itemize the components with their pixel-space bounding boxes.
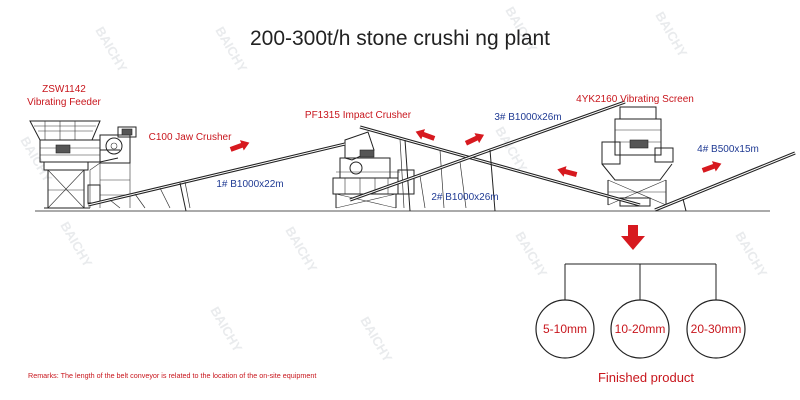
impact-crusher-label: PF1315 Impact Crusher: [305, 110, 412, 121]
watermark: BAICHY: [492, 124, 530, 175]
conveyor-2-label: 2# B1000x26m: [431, 192, 498, 203]
product-20-30: 20-30mm: [686, 299, 746, 359]
feeder-type-label: Vibrating Feeder: [27, 97, 101, 108]
vibrating-screen: [601, 106, 674, 207]
down-arrow: [621, 225, 645, 250]
flow-arrow: [464, 133, 485, 146]
watermark: BAICHY: [57, 219, 95, 270]
conveyor-3: [349, 100, 626, 212]
watermark: BAICHY: [512, 229, 550, 280]
flow-arrow: [701, 161, 722, 173]
product-10-20: 10-20mm: [610, 299, 670, 359]
watermark: BAICHY: [732, 229, 770, 280]
watermark: BAICHY: [357, 314, 395, 365]
product-size-label: 5-10mm: [543, 322, 587, 336]
jaw-crusher: [87, 126, 137, 208]
conveyor-1-label: 1# B1000x22m: [216, 179, 283, 190]
product-size-label: 20-30mm: [691, 322, 742, 336]
conveyor-4: [654, 151, 796, 212]
product-size-label: 10-20mm: [615, 322, 666, 336]
conveyor-4-label: 4# B500x15m: [697, 144, 759, 155]
product-5-10: 5-10mm: [535, 299, 595, 359]
conveyor-3-label: 3# B1000x26m: [494, 112, 561, 123]
feeder-model-label: ZSW1142: [42, 84, 86, 95]
watermark: BAICHY: [652, 9, 690, 60]
jaw-crusher-label: C100 Jaw Crusher: [149, 132, 232, 143]
watermark: BAICHY: [282, 224, 320, 275]
watermark: BAICHY: [207, 304, 245, 355]
page-title: 200-300t/h stone crushi ng plant: [250, 27, 550, 50]
remarks-note: Remarks: The length of the belt conveyor…: [28, 371, 316, 380]
watermark: BAICHY: [92, 24, 130, 75]
impact-crusher: [332, 131, 415, 209]
conveyor-2: [359, 125, 641, 212]
flow-arrow: [415, 129, 436, 141]
conveyor-1: [87, 142, 346, 212]
finished-product-caption: Finished product: [598, 370, 694, 385]
flow-arrow: [557, 166, 578, 178]
vibrating-feeder: [29, 120, 120, 209]
product-tree: [564, 263, 717, 300]
flow-arrow: [229, 140, 250, 152]
watermark: BAICHY: [212, 24, 250, 75]
screen-label: 4YK2160 Vibrating Screen: [576, 94, 694, 105]
watermark: BAICHY: [17, 134, 55, 185]
